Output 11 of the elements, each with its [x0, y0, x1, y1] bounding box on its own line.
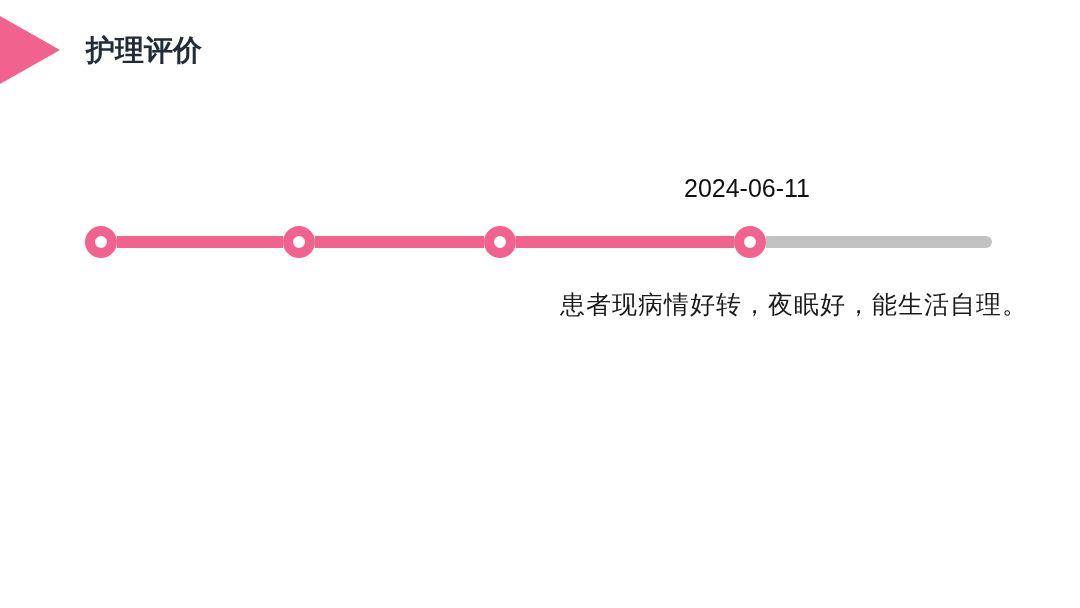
- timeline-line: [117, 236, 283, 248]
- milestone-dot: [85, 226, 117, 258]
- note-text: 患者现病情好转，夜眠好，能生活自理。: [560, 290, 1028, 320]
- milestone-dot: [484, 226, 516, 258]
- page-title: 护理评价: [86, 32, 202, 68]
- milestone-dot: [734, 226, 766, 258]
- timeline-line: [315, 236, 484, 248]
- milestone-dot: [283, 226, 315, 258]
- date-label: 2024-06-11: [684, 173, 810, 203]
- timeline-line: [516, 236, 734, 248]
- timeline-line: [766, 236, 992, 248]
